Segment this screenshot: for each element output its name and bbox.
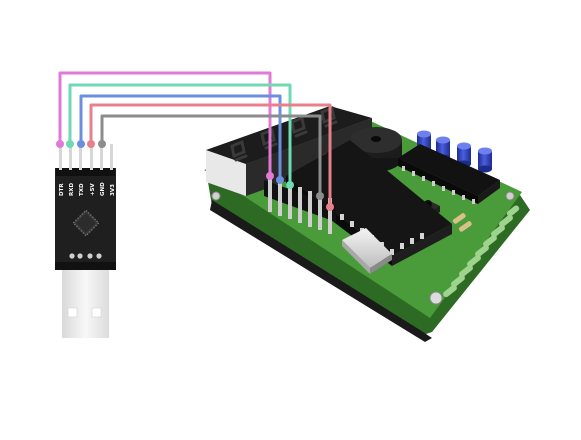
- wire-gnd-end-board: [316, 192, 324, 200]
- wire-rxd-end-adapter: [66, 140, 74, 148]
- adapter-header-pins: [59, 144, 113, 170]
- pin-label-rxd: RXD: [69, 183, 75, 196]
- mounting-hole: [505, 191, 515, 201]
- ic-chip-right: [398, 144, 500, 204]
- wire-endpoints: [56, 140, 334, 211]
- wire-5v-end-adapter: [87, 140, 95, 148]
- header-pins: [264, 176, 336, 234]
- wire-dtr-end-board: [266, 172, 274, 180]
- wire-txd: [79, 94, 282, 180]
- wire-gnd-end-adapter: [98, 140, 106, 148]
- pin-label-txd: TXD: [79, 183, 85, 196]
- pcb-bottom-shadow: [210, 200, 432, 342]
- dev-board: [204, 105, 530, 342]
- pin-label-5v: +5V: [90, 183, 96, 196]
- crystal: [342, 228, 392, 274]
- wire-rxd-end-board: [286, 181, 294, 189]
- wire-txd-end-adapter: [77, 140, 85, 148]
- pin-label-3v3: 3V3: [110, 184, 116, 196]
- wire-gnd: [100, 114, 322, 196]
- usb-a-plug-icon: [62, 262, 109, 338]
- wire-rxd: [68, 83, 292, 185]
- adapter-leds: [69, 253, 102, 259]
- jumper-wires: [58, 71, 332, 207]
- wire-dtr-end-adapter: [56, 140, 64, 148]
- wire-dtr: [58, 71, 272, 176]
- wire-txd-end-board: [276, 176, 284, 184]
- pin-label-dtr: DTR: [59, 183, 65, 196]
- edge-pads: [443, 205, 520, 298]
- pin-label-gnd: GND: [100, 182, 106, 196]
- pin-labels: DTR RXD TXD +5V GND 3V3: [59, 182, 116, 196]
- wire-5v: [89, 103, 332, 207]
- mounting-hole: [429, 291, 443, 305]
- wire-5v-end-board: [326, 203, 334, 211]
- mounting-hole: [211, 191, 221, 201]
- usb-serial-adapter: DTR RXD TXD +5V GND 3V3: [55, 144, 116, 338]
